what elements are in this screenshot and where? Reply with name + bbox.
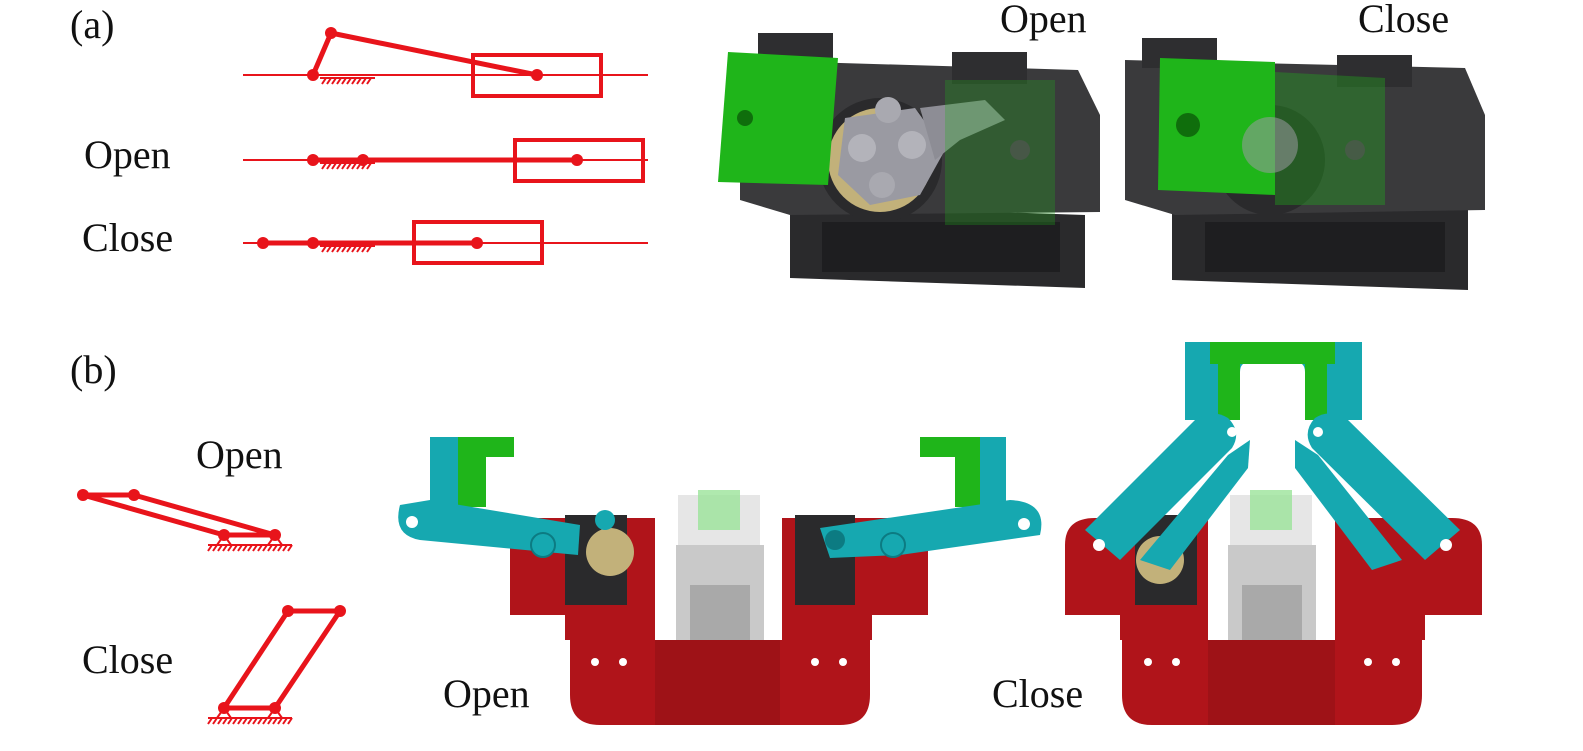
slider-crank-diagram-close: [243, 220, 648, 265]
gripper-render-open: [398, 437, 1042, 725]
gripper-render-close: [1065, 342, 1482, 725]
diagram-label-close: Close: [82, 637, 173, 682]
render-label-close-b: Close: [992, 671, 1083, 716]
diagram-label-open: Open: [196, 432, 283, 477]
slider-crank-diagram-general: [243, 27, 648, 98]
row-label-open: Open: [84, 132, 171, 177]
panel-b: (b) Open Close: [70, 342, 1482, 725]
render-label-open-b: Open: [443, 671, 530, 716]
panel-a: (a) Open: [70, 0, 1485, 290]
panel-b-tag: (b): [70, 347, 117, 392]
gripper-module-render-close: [1125, 38, 1485, 290]
parallel-linkage-diagram-open: [77, 489, 293, 552]
slider-crank-diagram-open: [243, 138, 648, 183]
render-label-close: Close: [1358, 0, 1449, 41]
row-label-close: Close: [82, 215, 173, 260]
parallel-linkage-diagram-close: [207, 605, 346, 725]
gripper-module-render-open: [718, 33, 1100, 288]
ground-hatch: [320, 77, 375, 85]
render-label-open: Open: [1000, 0, 1087, 41]
panel-a-tag: (a): [70, 2, 114, 47]
